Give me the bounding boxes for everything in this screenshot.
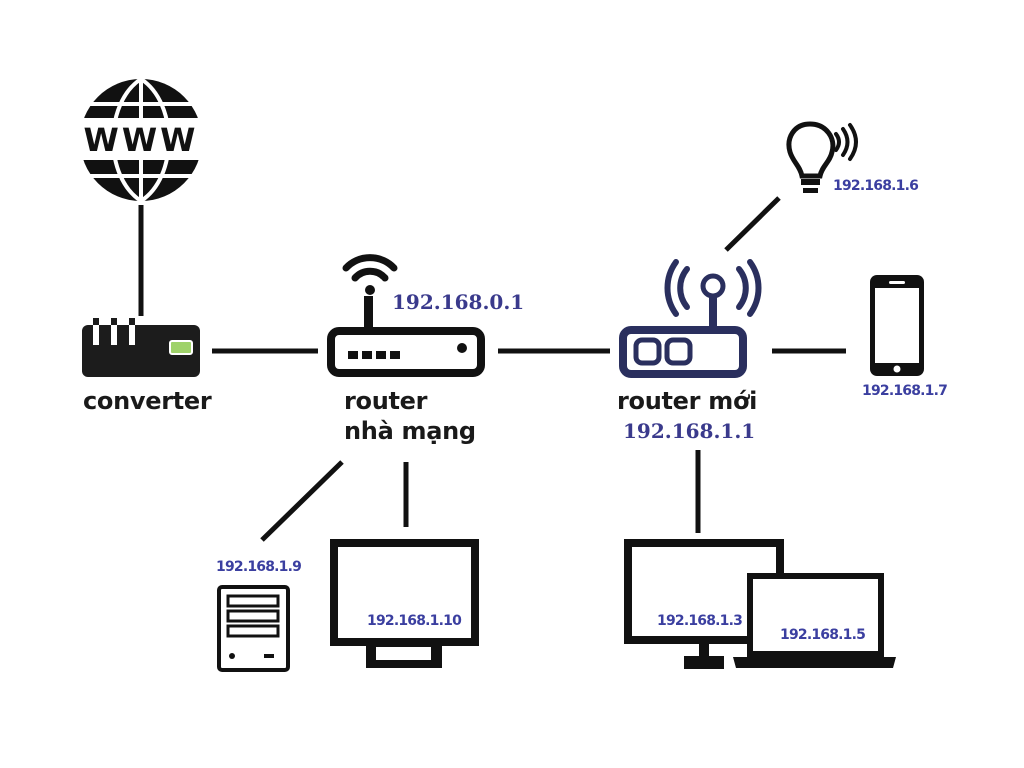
tv-ip: 192.168.1.10 — [367, 613, 462, 629]
nas-ip: 192.168.1.9 — [216, 559, 302, 575]
isp-router-icon — [327, 254, 485, 377]
monitor-icon — [330, 539, 479, 668]
converter-icon — [82, 318, 200, 377]
isp-router-label-line2: nhà mạng — [344, 417, 476, 445]
new-router-label: router mới — [617, 387, 758, 415]
laptop-icon — [733, 573, 896, 668]
isp-router-label-line1: router — [344, 387, 428, 415]
desktop-ip: 192.168.1.3 — [657, 613, 743, 629]
smartphone-icon — [870, 275, 924, 376]
link-new-router-bulb — [724, 196, 781, 252]
isp-router-ip: 192.168.0.1 — [392, 290, 525, 314]
link-isp-router-nas — [260, 460, 344, 542]
new-router-icon — [619, 259, 762, 378]
www-text: WWW — [84, 121, 199, 159]
bulb-ip: 192.168.1.6 — [833, 178, 919, 194]
connections — [138, 196, 846, 542]
server-tower-icon — [217, 585, 290, 672]
laptop-ip: 192.168.1.5 — [780, 627, 866, 643]
isp-router-label: router nhà mạng — [344, 386, 476, 446]
new-router-ip: 192.168.1.1 — [623, 419, 756, 443]
phone-ip: 192.168.1.7 — [862, 383, 948, 399]
converter-label: converter — [83, 387, 212, 415]
globe-www-icon: WWW — [76, 77, 206, 203]
light-bulb-icon — [786, 121, 858, 193]
